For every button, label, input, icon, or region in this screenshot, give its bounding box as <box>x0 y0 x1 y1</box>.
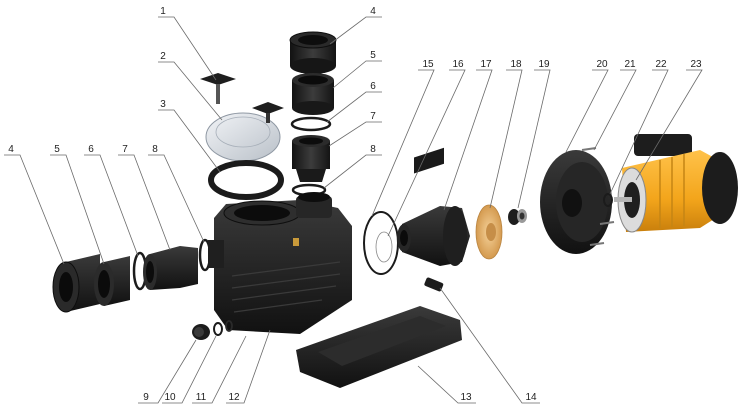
part-4-union-nut-left <box>52 254 100 313</box>
callout-9: 9 <box>138 339 197 404</box>
callout-6-top: 6 <box>326 81 382 123</box>
callout-19: 19 <box>517 59 551 209</box>
callout-label: 5 <box>370 50 376 61</box>
callout-23: 23 <box>635 59 703 181</box>
callout-label: 7 <box>370 111 376 122</box>
part-23-motor <box>614 134 738 233</box>
part-12-pump-housing <box>208 192 352 334</box>
callout-label: 1 <box>160 6 166 17</box>
callout-label: 11 <box>196 392 207 403</box>
callout-10: 10 <box>162 335 217 404</box>
callout-18: 18 <box>489 59 523 209</box>
callout-5-top: 5 <box>332 50 382 89</box>
callout-label: 20 <box>596 59 608 70</box>
callout-12: 12 <box>226 329 271 404</box>
callout-2: 2 <box>158 51 223 121</box>
callout-label: 8 <box>152 144 158 155</box>
part-19-mechanical-seal <box>508 209 527 225</box>
callout-21: 21 <box>593 59 637 151</box>
callout-label: 15 <box>422 59 434 70</box>
callout-label: 19 <box>538 59 550 70</box>
callout-label: 6 <box>370 81 376 92</box>
callout-label: 9 <box>143 392 149 403</box>
callout-label: 21 <box>624 59 636 70</box>
callout-20: 20 <box>565 59 609 153</box>
part-13-pump-base <box>296 147 462 388</box>
part-17-diffuser <box>397 206 470 266</box>
callout-label: 14 <box>525 392 537 403</box>
part-7-adapter-left <box>143 246 198 290</box>
callout-label: 5 <box>54 144 60 155</box>
part-9-drain-plug <box>192 324 210 340</box>
callout-3: 3 <box>158 99 221 173</box>
part-5-union-tail-left <box>94 256 130 306</box>
callout-4-left: 4 <box>4 144 65 265</box>
callout-label: 2 <box>160 51 166 62</box>
callout-label: 18 <box>510 59 522 70</box>
callout-label: 3 <box>160 99 166 110</box>
callout-label: 13 <box>460 392 472 403</box>
callout-label: 23 <box>690 59 702 70</box>
part-2-clear-lid <box>205 102 284 162</box>
callout-15: 15 <box>371 59 435 217</box>
callout-7-top: 7 <box>328 111 382 147</box>
callout-label: 16 <box>452 59 464 70</box>
callout-label: 12 <box>228 392 240 403</box>
part-14-base-pad <box>424 277 444 292</box>
part-5-union-tail-top <box>292 73 334 115</box>
callout-11: 11 <box>192 335 247 404</box>
part-21-bolts <box>581 147 615 246</box>
callout-label: 4 <box>8 144 14 155</box>
part-16-gasket <box>375 231 393 263</box>
callout-label: 17 <box>480 59 492 70</box>
part-18-impeller <box>475 204 503 260</box>
callout-1: 1 <box>158 6 217 81</box>
part-4-union-nut-top <box>289 31 337 74</box>
callout-16: 16 <box>387 59 466 237</box>
callout-label: 8 <box>370 144 376 155</box>
callout-label: 6 <box>88 144 94 155</box>
part-3-lid-oring <box>208 160 284 200</box>
callout-label: 4 <box>370 6 376 17</box>
callout-label: 10 <box>164 392 176 403</box>
callout-label: 7 <box>122 144 128 155</box>
part-20-seal-plate <box>540 150 612 254</box>
callout-22: 22 <box>609 59 669 195</box>
part-11-plug-seal <box>225 320 233 332</box>
callout-14: 14 <box>439 287 540 404</box>
callout-label: 22 <box>655 59 667 70</box>
callout-8-top: 8 <box>323 144 382 189</box>
part-22-shaft-washer <box>603 193 613 207</box>
part-6-oring-top <box>290 116 332 132</box>
part-7-adapter-top <box>292 135 330 182</box>
callout-5-left: 5 <box>50 144 105 265</box>
callout-13: 13 <box>417 365 476 404</box>
callout-4-top: 4 <box>329 6 382 45</box>
callout-8-left: 8 <box>148 144 205 243</box>
part-1-lid-knob <box>200 73 236 104</box>
callout-7-left: 7 <box>118 144 171 251</box>
callout-17: 17 <box>443 59 493 211</box>
callout-6-left: 6 <box>84 144 139 257</box>
part-10-plug-oring <box>213 322 223 336</box>
